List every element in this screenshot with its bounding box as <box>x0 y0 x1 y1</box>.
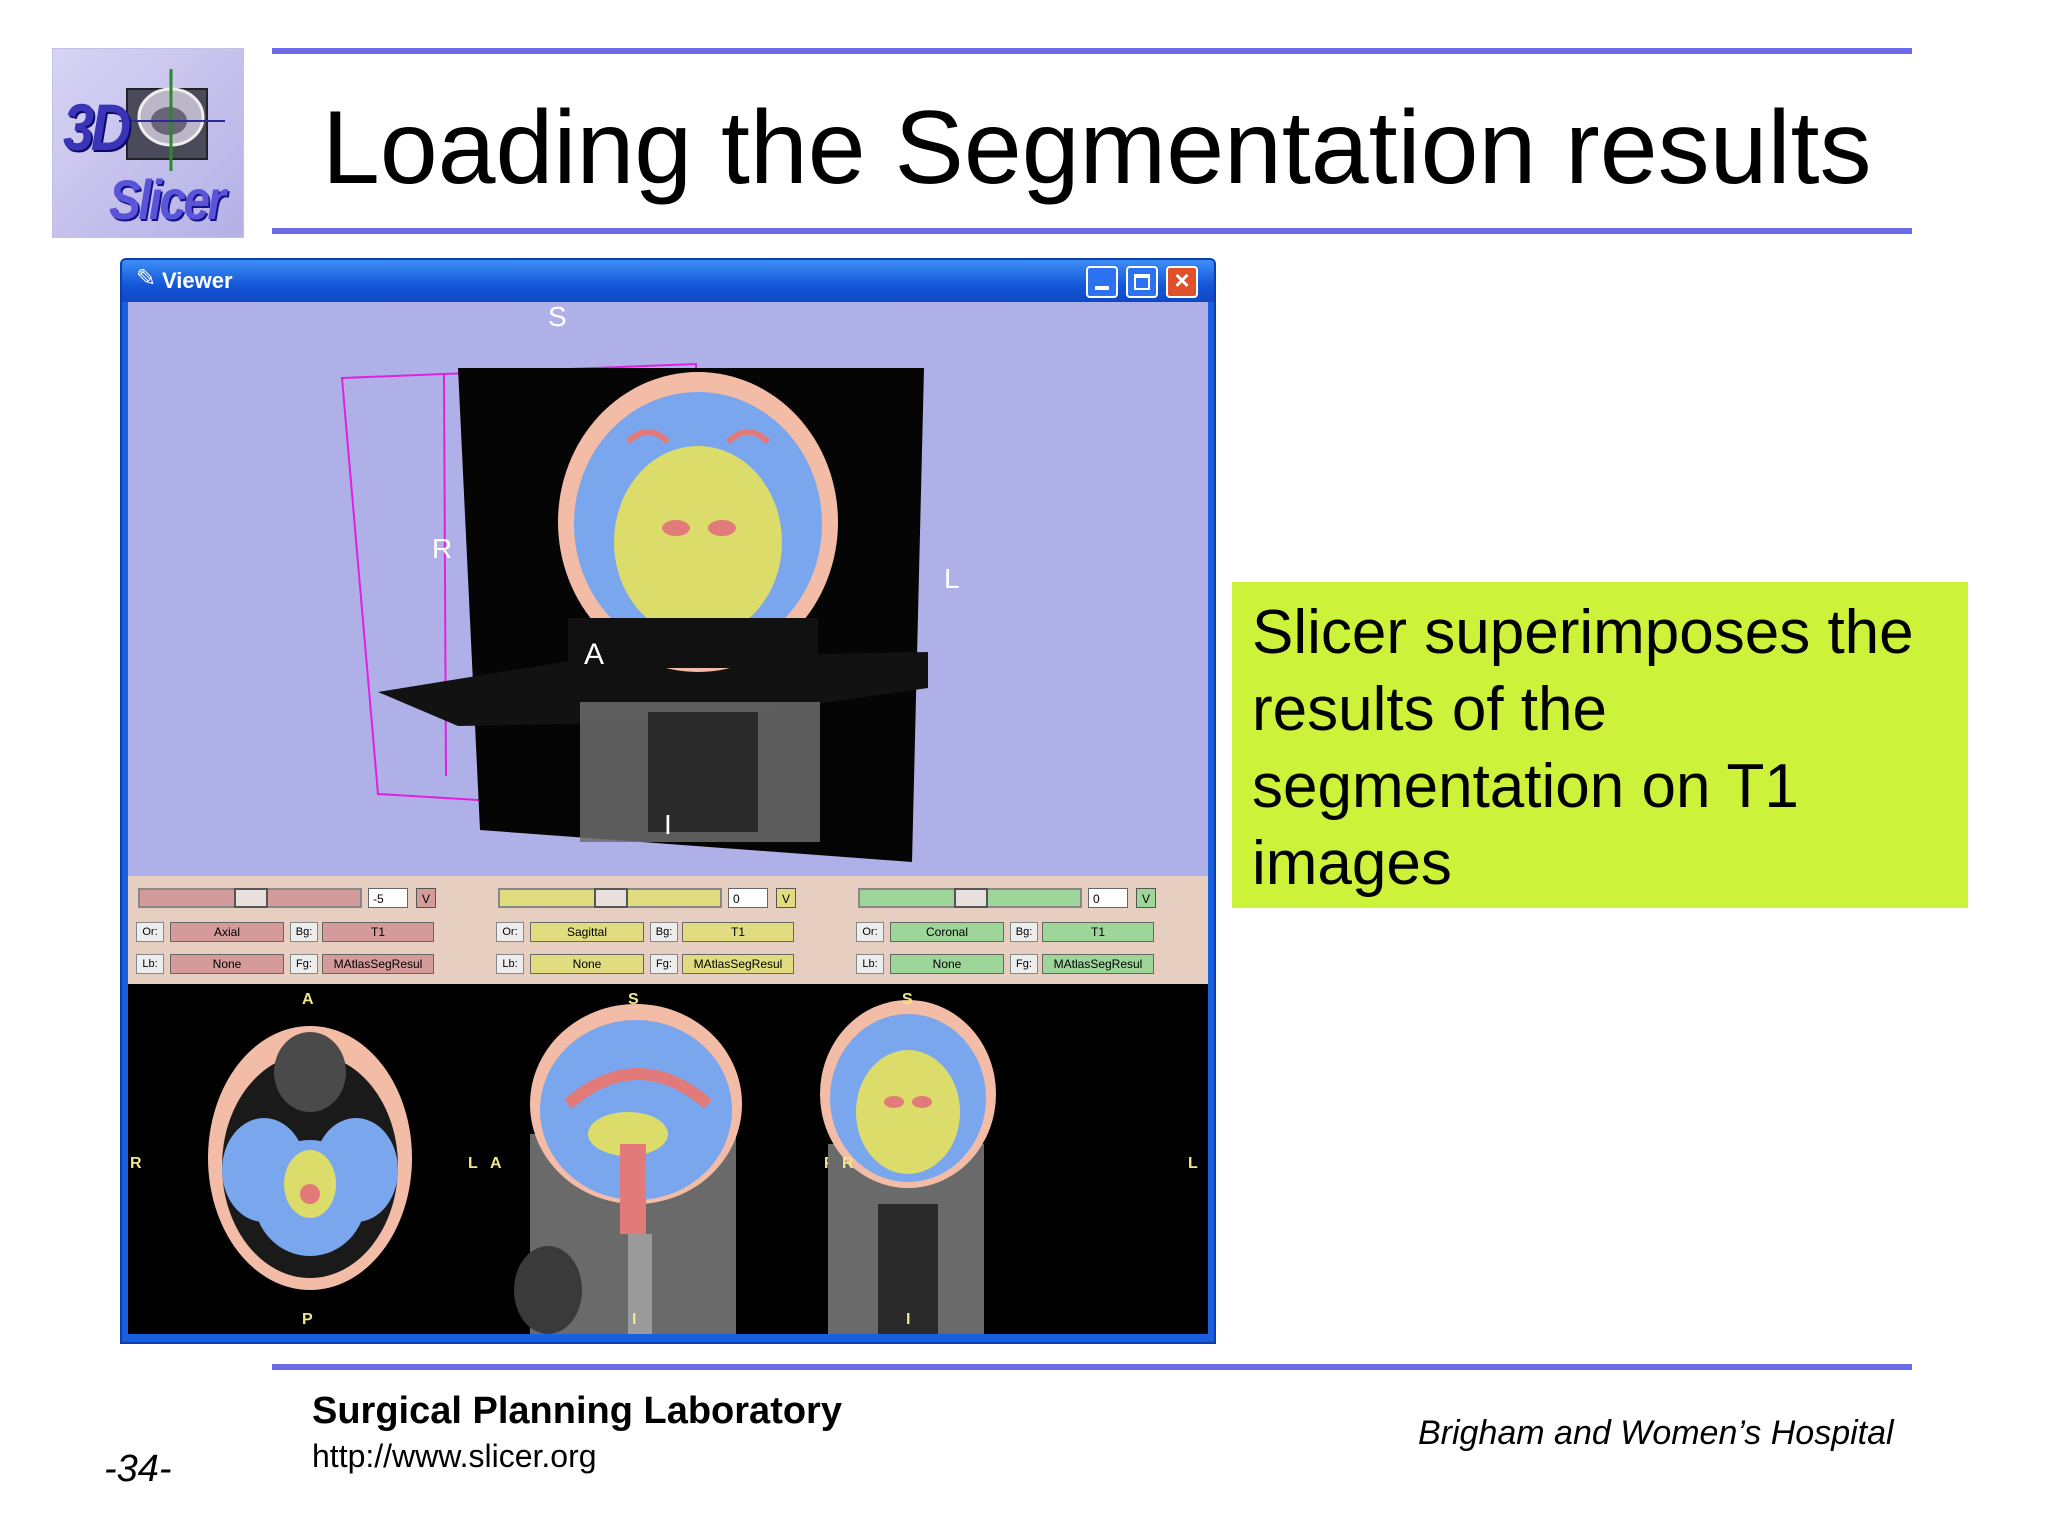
3d-label-s: S <box>548 302 567 332</box>
close-button[interactable]: × <box>1166 265 1198 298</box>
coronal-label-right: L <box>1188 1155 1198 1172</box>
footer-rule <box>272 1364 1912 1370</box>
coronal-label-left: R <box>842 1155 854 1172</box>
axial-or-label: Or: <box>136 922 164 942</box>
sagittal-bg-label: Bg: <box>650 922 678 942</box>
coronal-label-menu[interactable]: None <box>890 954 1004 974</box>
slice-views-render: A P R L S I A P <box>130 991 1198 1334</box>
sagittal-visibility-button[interactable]: V <box>776 888 796 908</box>
feather-icon: ✎ <box>136 265 157 292</box>
footer-url[interactable]: http://www.slicer.org <box>312 1438 597 1474</box>
sagittal-label-menu[interactable]: None <box>530 954 644 974</box>
coronal-fg-label: Fg: <box>1010 954 1038 974</box>
sagittal-label-left: A <box>490 1155 502 1172</box>
3d-render: S R L A I <box>340 302 960 862</box>
footer-organization: Surgical Planning Laboratory <box>312 1390 842 1432</box>
sagittal-label-top: S <box>628 991 639 1008</box>
sagittal-slider[interactable] <box>498 888 722 908</box>
sagittal-slice-view[interactable]: S I A P <box>490 991 835 1334</box>
coronal-slider-thumb[interactable] <box>954 888 988 908</box>
sagittal-label-bottom: I <box>632 1311 636 1328</box>
viewer-title: Viewer <box>162 268 233 293</box>
coronal-slider[interactable] <box>858 888 1082 908</box>
slicer-logo: 3D Slicer <box>52 48 244 238</box>
3d-label-r: R <box>432 533 452 564</box>
sagittal-slider-thumb[interactable] <box>594 888 628 908</box>
close-icon: × <box>1174 265 1190 295</box>
coronal-or-label: Or: <box>856 922 884 942</box>
axial-slider[interactable] <box>138 888 362 908</box>
coronal-label-top: S <box>902 991 913 1008</box>
note-text: Slicer superimposes the results of the s… <box>1252 598 1914 898</box>
minimize-icon <box>1095 286 1109 290</box>
axial-orientation-menu[interactable]: Axial <box>170 922 284 942</box>
coronal-lb-label: Lb: <box>856 954 884 974</box>
sagittal-orientation-menu[interactable]: Sagittal <box>530 922 644 942</box>
sagittal-offset-value[interactable]: 0 <box>728 888 768 908</box>
coronal-bg-label: Bg: <box>1010 922 1038 942</box>
minimize-button[interactable] <box>1086 266 1118 298</box>
sagittal-fg-label: Fg: <box>650 954 678 974</box>
viewer-window: ✎ Viewer × <box>120 258 1216 1344</box>
maximize-icon <box>1134 274 1150 290</box>
axial-lb-label: Lb: <box>136 954 164 974</box>
slice-views: A P R L S I A P <box>128 984 1208 1334</box>
coronal-visibility-button[interactable]: V <box>1136 888 1156 908</box>
coronal-slice-view[interactable]: S I R L <box>820 991 1198 1334</box>
slide-title: Loading the Segmentation results <box>322 90 1872 206</box>
coronal-label-bottom: I <box>906 1311 910 1328</box>
axial-label-top: A <box>302 991 314 1008</box>
coronal-orientation-menu[interactable]: Coronal <box>890 922 1004 942</box>
sagittal-background-menu[interactable]: T1 <box>682 922 794 942</box>
3d-view[interactable]: S R L A I <box>128 302 1208 876</box>
coronal-controls: 0 V Or: Coronal Bg: T1 Lb: None Fg: MAtl… <box>850 876 1210 984</box>
note-box: Slicer superimposes the results of the s… <box>1232 582 1968 908</box>
coronal-foreground-menu[interactable]: MAtlasSegResul <box>1042 954 1154 974</box>
axial-slice-view[interactable]: A P R L <box>130 991 478 1328</box>
logo-text-3d: 3D <box>63 90 131 164</box>
coronal-offset-value[interactable]: 0 <box>1088 888 1128 908</box>
coronal-background-menu[interactable]: T1 <box>1042 922 1154 942</box>
axial-bg-label: Bg: <box>290 922 318 942</box>
coronal-brain-3d <box>558 372 838 842</box>
viewer-titlebar[interactable]: ✎ Viewer × <box>122 260 1214 302</box>
sagittal-controls: 0 V Or: Sagittal Bg: T1 Lb: None Fg: MAt… <box>490 876 850 984</box>
header-rule-top <box>272 48 1912 54</box>
axial-controls: -5 V Or: Axial Bg: T1 Lb: None Fg: MAtla… <box>130 876 490 984</box>
3d-label-l: L <box>944 563 960 594</box>
axial-visibility-button[interactable]: V <box>416 888 436 908</box>
logo-text-slicer: Slicer <box>109 168 226 231</box>
axial-label-bottom: P <box>302 1311 313 1328</box>
logo-brain-graphic <box>119 69 225 171</box>
3d-label-i: I <box>664 809 672 840</box>
axial-foreground-menu[interactable]: MAtlasSegResul <box>322 954 434 974</box>
footer-hospital: Brigham and Women’s Hospital <box>1418 1414 1894 1452</box>
3d-label-a: A <box>584 638 604 671</box>
axial-label-right: L <box>468 1155 478 1172</box>
sagittal-foreground-menu[interactable]: MAtlasSegResul <box>682 954 794 974</box>
axial-offset-value[interactable]: -5 <box>368 888 408 908</box>
axial-label-left: R <box>130 1155 142 1172</box>
maximize-button[interactable] <box>1126 266 1158 298</box>
slice-controls: -5 V Or: Axial Bg: T1 Lb: None Fg: MAtla… <box>128 876 1208 984</box>
axial-slider-thumb[interactable] <box>234 888 268 908</box>
axial-plane <box>378 652 928 726</box>
page-number: -34- <box>104 1448 172 1490</box>
axial-fg-label: Fg: <box>290 954 318 974</box>
sagittal-or-label: Or: <box>496 922 524 942</box>
axial-background-menu[interactable]: T1 <box>322 922 434 942</box>
header-rule-bottom <box>272 228 1912 234</box>
sagittal-lb-label: Lb: <box>496 954 524 974</box>
axial-label-menu[interactable]: None <box>170 954 284 974</box>
